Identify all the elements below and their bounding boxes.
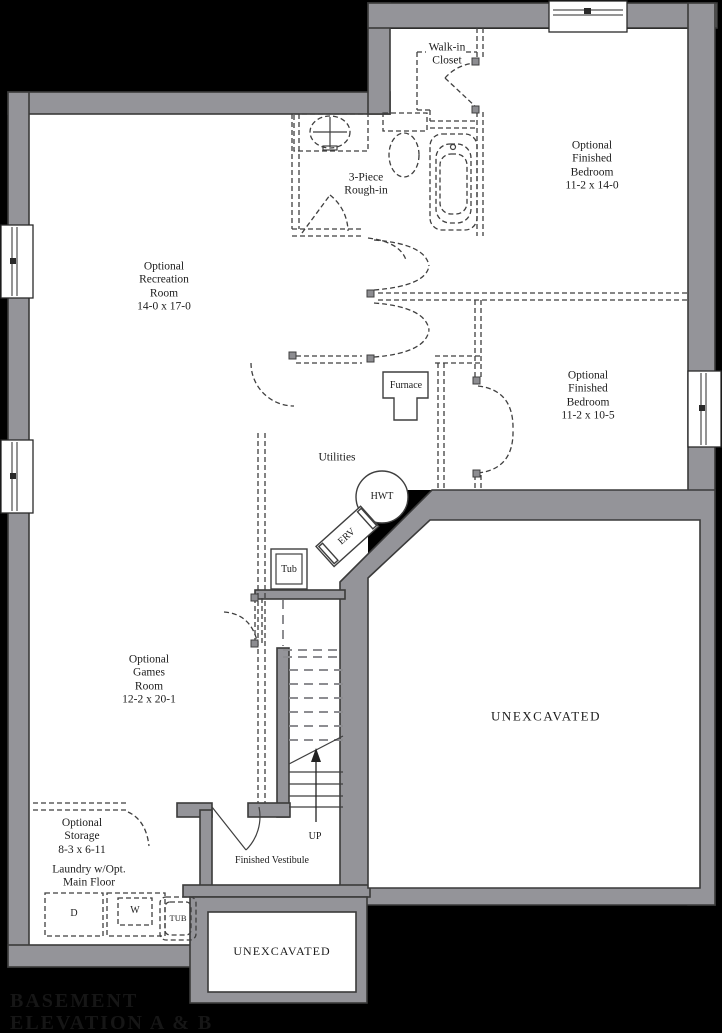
label-bedroom-2: Optional Finished Bedroom 11-2 x 10-5 xyxy=(561,369,615,422)
label-dryer: D xyxy=(70,908,78,920)
hwt-fixture xyxy=(355,470,409,524)
stairs xyxy=(282,600,344,822)
label-laundry: Laundry w/Opt. Main Floor xyxy=(52,863,126,889)
label-vestibule: Finished Vestibule xyxy=(235,855,309,867)
furnace-fixture xyxy=(382,371,429,421)
label-recreation-room: Optional Recreation Room 14-0 x 17-0 xyxy=(137,260,191,313)
utility-fixtures xyxy=(44,371,429,941)
label-walk-in-closet: Walk-in Closet xyxy=(428,41,466,67)
washer-dryer-fixtures xyxy=(44,892,197,941)
bath-fixtures xyxy=(293,112,478,231)
toilet-fixture xyxy=(382,112,428,178)
window-left-upper xyxy=(0,224,34,299)
erv-fixture xyxy=(315,505,380,568)
label-washer: W xyxy=(130,905,140,917)
laundry-tub-fixture xyxy=(270,548,308,590)
label-hwt: HWT xyxy=(370,491,394,503)
label-tub: Tub xyxy=(281,564,297,576)
window-left-lower xyxy=(0,439,34,514)
unexcavated-areas xyxy=(207,519,701,993)
vestibule-door xyxy=(211,806,261,851)
window-right xyxy=(687,370,722,448)
label-storage: Optional Storage 8-3 x 6-11 xyxy=(58,817,106,856)
door-posts xyxy=(250,57,481,648)
footer-title-line1: BASEMENT xyxy=(10,990,139,1012)
windows xyxy=(0,0,722,514)
bathtub-fixture xyxy=(429,133,478,231)
up-arrowhead xyxy=(311,748,321,762)
label-unexcavated-lower: UNEXCAVATED xyxy=(233,944,331,959)
label-games-room: Optional Games Room 12-2 x 20-1 xyxy=(122,653,176,706)
label-furnace: Furnace xyxy=(389,380,423,392)
sink-fixture xyxy=(293,113,369,152)
label-laundry-tub: TUB xyxy=(169,913,187,924)
label-up: UP xyxy=(308,831,322,843)
door-swings xyxy=(127,62,514,851)
label-bedroom-1: Optional Finished Bedroom 11-2 x 14-0 xyxy=(565,139,619,192)
footer-title-line2: ELEVATION A & B xyxy=(10,1012,214,1033)
label-utilities: Utilities xyxy=(318,451,356,464)
window-top xyxy=(548,0,628,33)
label-rough-in: 3-Piece Rough-in xyxy=(344,171,388,197)
label-unexcavated-main: UNEXCAVATED xyxy=(491,708,601,724)
optional-dashed-walls xyxy=(33,28,688,811)
